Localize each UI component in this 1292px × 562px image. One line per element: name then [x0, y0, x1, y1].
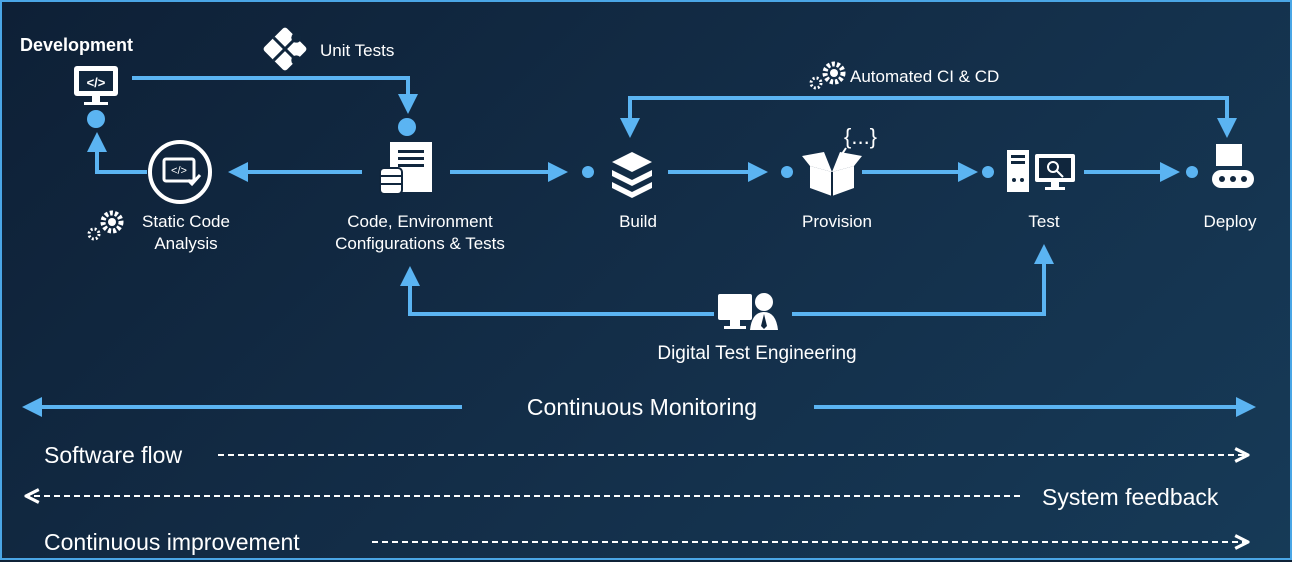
layers-icon [612, 152, 652, 198]
deploy-label: Deploy [1203, 212, 1257, 231]
node-dot-provision [781, 166, 793, 178]
code-environment-line1: Code, Environment [347, 212, 493, 231]
arrow-dte-to-test [792, 244, 1054, 316]
node-dot-test [982, 166, 994, 178]
system-feedback-label: System feedback [1042, 484, 1219, 510]
provision-label: Provision [802, 212, 872, 231]
test-workstation-icon [1007, 150, 1075, 192]
code-environment-line2: Configurations & Tests [335, 234, 505, 253]
svg-text:</>: </> [171, 165, 187, 177]
node-dot-code [398, 118, 416, 136]
node-dot-development [87, 110, 105, 128]
development-label: Development [20, 35, 134, 55]
monitor-code-icon: </> [74, 66, 118, 105]
static-code-analysis-line2: Analysis [154, 234, 218, 253]
server-database-icon [379, 142, 432, 195]
unit-tests-label: Unit Tests [320, 41, 395, 60]
gears-icon-ci-cd [809, 61, 846, 90]
puzzle-icon [263, 27, 307, 71]
svg-text:</>: </> [87, 75, 106, 90]
provision-braces-label: {...} [844, 124, 878, 149]
gears-icon-static [87, 210, 124, 241]
test-label: Test [1028, 212, 1060, 231]
continuous-monitoring-label: Continuous Monitoring [526, 394, 758, 420]
code-check-circle-icon: </> [148, 140, 212, 204]
automated-ci-cd-label: Automated CI & CD [850, 67, 1000, 86]
arrow-static-to-dev [87, 132, 147, 174]
software-flow-label: Software flow [44, 442, 183, 468]
conveyor-icon [1212, 144, 1254, 188]
build-label: Build [619, 212, 657, 231]
arrow-dte-to-code [400, 266, 714, 316]
engineer-monitor-icon [718, 293, 778, 330]
node-dot-build [582, 166, 594, 178]
code-environment-label: Code, Environment Configurations & Tests [335, 211, 505, 255]
open-box-icon [802, 147, 862, 196]
digital-test-engineering-label: Digital Test Engineering [657, 343, 857, 364]
static-code-analysis-label: Static Code Analysis [142, 211, 230, 255]
node-dot-deploy [1186, 166, 1198, 178]
arrow-ci-cd-loop [620, 96, 1229, 138]
continuous-improvement-label: Continuous improvement [44, 529, 300, 555]
arrow-dev-to-code [132, 76, 418, 114]
static-code-analysis-line1: Static Code [142, 212, 230, 231]
